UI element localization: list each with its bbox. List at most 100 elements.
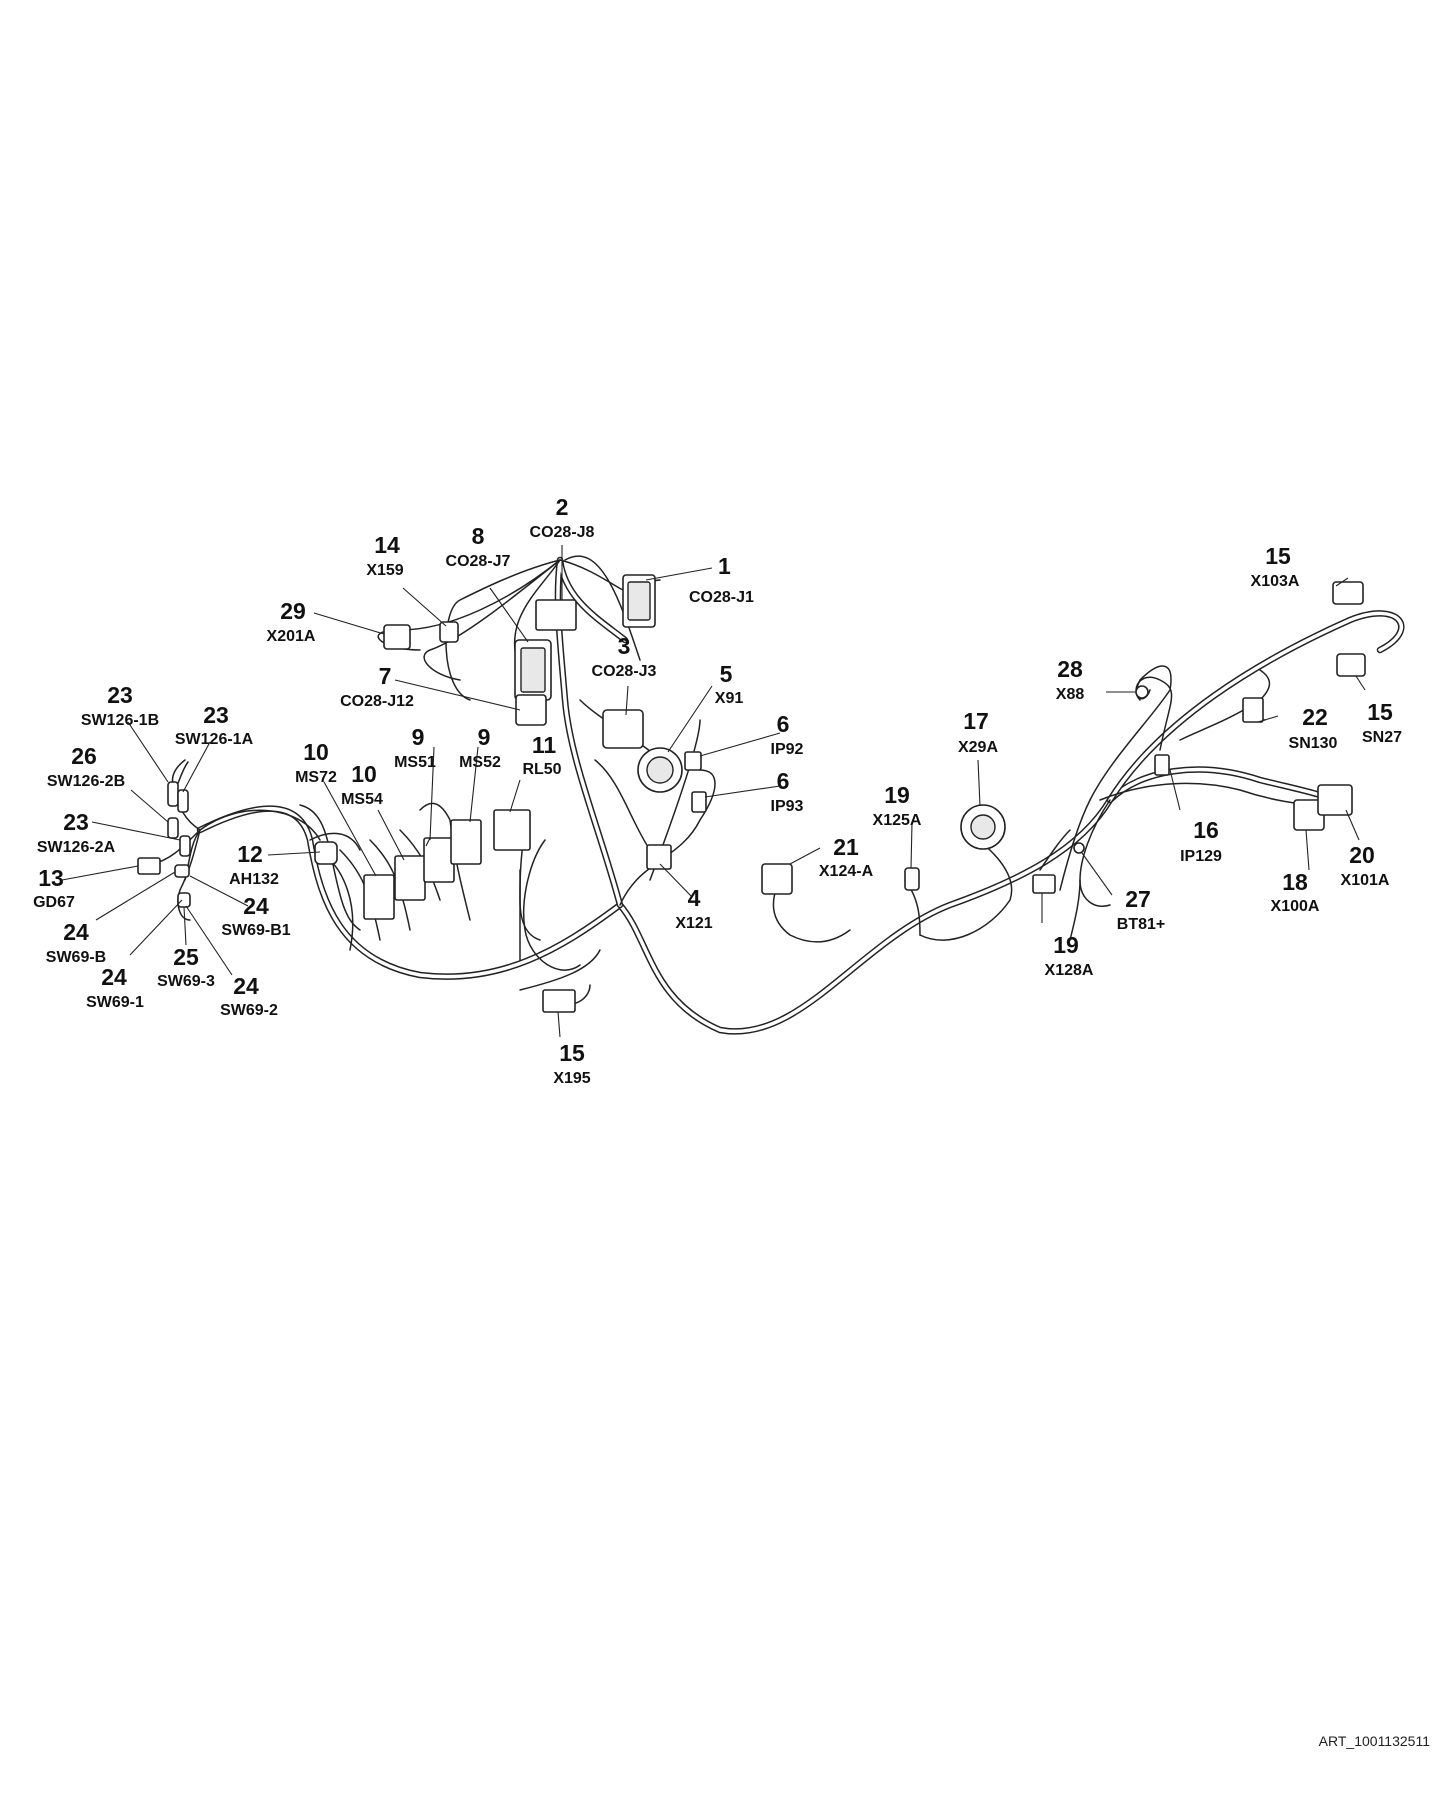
- callout-25-code: SW69-3: [157, 973, 215, 990]
- callout-10a-code: MS72: [295, 769, 337, 786]
- connector-ip129: [1154, 754, 1170, 776]
- callout-2-number: 2: [556, 494, 569, 520]
- harness-components: [137, 574, 1366, 1013]
- callout-15c-number: 15: [559, 1040, 585, 1066]
- callout-16-code: IP129: [1180, 848, 1222, 865]
- switch-ms54: [394, 855, 426, 901]
- callout-24c-code: SW69-1: [86, 994, 144, 1011]
- callout-26-code: SW126-2B: [47, 773, 125, 790]
- callout-16-number: 16: [1193, 817, 1219, 843]
- switch-ms72: [363, 874, 395, 920]
- callout-24b-code: SW69-B: [46, 949, 106, 966]
- callout-15b-number: 15: [1367, 699, 1393, 725]
- callout-23b-number: 23: [203, 702, 229, 728]
- callout-6a-number: 6: [777, 711, 790, 737]
- switch-sw126-1a: [177, 789, 189, 813]
- connector-x201a: [383, 624, 411, 650]
- callout-7-number: 7: [379, 663, 392, 689]
- callout-20-number: 20: [1349, 842, 1375, 868]
- callout-22-code: SN130: [1289, 735, 1338, 752]
- callout-19a-number: 19: [884, 782, 910, 808]
- callout-7-code: CO28-J12: [340, 693, 414, 710]
- callout-8-number: 8: [472, 523, 485, 549]
- callout-4-code: X121: [675, 915, 712, 932]
- switch-sw69-b: [174, 864, 190, 878]
- switch-sw126-2a: [179, 835, 191, 857]
- callout-6a-code: IP92: [771, 741, 804, 758]
- callout-8-code: CO28-J7: [446, 553, 511, 570]
- callout-23c-number: 23: [63, 809, 89, 835]
- connector-ip92: [684, 751, 702, 771]
- callout-24b-number: 24: [63, 919, 89, 945]
- switch-sw126-1b: [167, 781, 179, 807]
- callout-23a-number: 23: [107, 682, 133, 708]
- callout-9a-number: 9: [412, 724, 425, 750]
- callout-25-number: 25: [173, 944, 199, 970]
- callout-14-code: X159: [366, 562, 403, 579]
- callout-13-number: 13: [38, 865, 64, 891]
- callout-19a-code: X125A: [873, 812, 922, 829]
- callout-19b-number: 19: [1053, 932, 1079, 958]
- connector-x125a: [904, 867, 920, 891]
- callout-10b-code: MS54: [341, 791, 383, 808]
- callout-10a-number: 10: [303, 739, 329, 765]
- callout-23a-code: SW126-1B: [81, 712, 159, 729]
- callout-21-number: 21: [833, 834, 859, 860]
- callout-24a-number: 24: [243, 893, 269, 919]
- connector-x101a: [1317, 784, 1353, 816]
- callout-15a-number: 15: [1265, 543, 1291, 569]
- callout-3-code: CO28-J3: [592, 663, 657, 680]
- callout-19b-code: X128A: [1045, 962, 1094, 979]
- callout-23c-code: SW126-2A: [37, 839, 116, 856]
- callout-26-number: 26: [71, 743, 97, 769]
- callout-27-number: 27: [1125, 886, 1151, 912]
- callout-1-code: CO28-J1: [689, 589, 754, 606]
- callout-6b-number: 6: [777, 768, 790, 794]
- callout-15b-code: SN27: [1362, 729, 1402, 746]
- connector-co28-j8: [535, 599, 577, 631]
- connector-sn27: [1336, 653, 1366, 677]
- callout-24d-number: 24: [233, 973, 259, 999]
- switch-sw69-3: [177, 892, 191, 908]
- callout-27-code: BT81+: [1117, 916, 1165, 933]
- callout-14-number: 14: [374, 532, 400, 558]
- callout-29-number: 29: [280, 598, 306, 624]
- callout-20-code: X101A: [1341, 872, 1390, 889]
- connector-gd67: [137, 857, 161, 875]
- callout-24a-code: SW69-B1: [221, 922, 290, 939]
- terminal-x88: [1135, 685, 1149, 699]
- callout-15c-code: X195: [553, 1070, 590, 1087]
- connector-x128a: [1032, 874, 1056, 894]
- callout-5-code: X91: [715, 690, 744, 707]
- connector-x121: [646, 844, 672, 870]
- art-reference-id: ART_1001132511: [1319, 1733, 1431, 1749]
- callout-18-code: X100A: [1271, 898, 1320, 915]
- terminal-bt81-plus: [1073, 842, 1085, 854]
- connector-x103a: [1332, 581, 1364, 605]
- switch-ms51: [423, 837, 455, 883]
- callout-17-number: 17: [963, 708, 989, 734]
- callout-9b-number: 9: [478, 724, 491, 750]
- connector-x159: [439, 621, 459, 643]
- callout-15a-code: X103A: [1251, 573, 1300, 590]
- callout-11-code: RL50: [522, 761, 561, 778]
- connector-sn130: [1242, 697, 1264, 723]
- callout-24c-number: 24: [101, 964, 127, 990]
- relay-rl50: [493, 809, 531, 851]
- callout-1-number: 1: [718, 553, 731, 579]
- callout-12-code: AH132: [229, 871, 279, 888]
- callout-2-code: CO28-J8: [530, 524, 595, 541]
- callout-28-number: 28: [1057, 656, 1083, 682]
- callout-4-number: 4: [688, 885, 701, 911]
- callout-28-code: X88: [1056, 686, 1085, 703]
- callout-10b-number: 10: [351, 761, 377, 787]
- connector-ip93: [691, 791, 707, 813]
- callout-22-number: 22: [1302, 704, 1328, 730]
- connector-ah132: [314, 841, 338, 865]
- callout-29-code: X201A: [267, 628, 316, 645]
- callout-17-code: X29A: [958, 739, 998, 756]
- callout-5-number: 5: [720, 661, 733, 687]
- callout-23b-code: SW126-1A: [175, 731, 254, 748]
- callout-9a-code: MS51: [394, 754, 436, 771]
